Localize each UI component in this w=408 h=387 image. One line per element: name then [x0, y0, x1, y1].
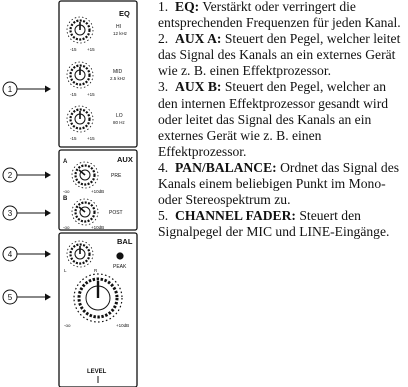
item-title: AUX B:	[175, 79, 222, 95]
svg-text:1: 1	[8, 85, 13, 94]
aux-a-knob	[71, 161, 99, 189]
eq-mid-max: +15	[87, 92, 95, 97]
aux-pre-label: PRE	[111, 173, 122, 179]
eq-hi-knob	[66, 16, 94, 44]
eq-title: EQ	[119, 9, 130, 18]
svg-text:3: 3	[8, 209, 13, 218]
item-text: Steuert den Signalpegel der MIC und LINE…	[158, 208, 390, 240]
eq-panel	[58, 0, 138, 148]
callout-4: 4	[2, 246, 51, 262]
channel-fader-knob	[73, 273, 123, 323]
eq-hi-max: +15	[87, 47, 95, 52]
eq-lo-freq: 80 Hz	[113, 120, 126, 125]
item-aux-a: 2. AUX A: Steuert den Pegel, welcher lei…	[158, 31, 406, 79]
aux-b-min: -oo	[63, 225, 70, 230]
eq-lo-max: +15	[87, 136, 95, 141]
bal-r-label: R	[94, 268, 98, 273]
aux-post-label: POST	[109, 210, 123, 216]
item-number: 3.	[158, 79, 169, 95]
aux-b-max: +10dB	[91, 225, 104, 230]
item-text: Steuert den Pegel, welcher an den intern…	[158, 79, 389, 159]
eq-hi-label: HI	[116, 24, 121, 30]
aux-b-label: B	[63, 196, 68, 202]
item-number: 4.	[158, 159, 169, 175]
eq-lo-knob	[66, 105, 94, 133]
svg-text:5: 5	[8, 293, 13, 302]
peak-label: PEAK	[113, 264, 127, 270]
aux-a-min: -oo	[63, 189, 70, 194]
eq-mid-min: -15	[70, 92, 77, 97]
item-eq: 1. EQ: Verstärkt oder verringert die ent…	[158, 0, 406, 31]
aux-panel	[58, 149, 138, 231]
item-pan-balance: 4. PAN/BALANCE: Ordnet das Signal des Ka…	[158, 160, 406, 208]
fader-min: -oo	[64, 323, 71, 328]
aux-a-max: +10dB	[91, 189, 104, 194]
aux-title: AUX	[117, 155, 133, 164]
svg-text:2: 2	[8, 171, 13, 180]
eq-mid-knob	[66, 61, 94, 89]
channel-strip-diagram: EQ -15 +15 HI 12 kHz -15 +15 MID 2.5 kHz…	[2, 0, 138, 387]
bal-l-label: L	[64, 268, 67, 273]
callout-3: 3	[2, 205, 51, 221]
item-text: Verstärkt oder verringert die entspreche…	[158, 0, 401, 31]
item-number: 1.	[158, 0, 169, 14]
pan-knob	[66, 240, 94, 268]
svg-text:4: 4	[8, 250, 13, 259]
description-list: 1. EQ: Verstärkt oder verringert die ent…	[158, 0, 406, 240]
callout-2: 2	[2, 167, 51, 183]
peak-led	[116, 252, 124, 260]
eq-lo-label: LO	[116, 113, 123, 119]
eq-lo-min: -15	[70, 136, 77, 141]
item-title: AUX A:	[175, 31, 222, 47]
callout-5: 5	[2, 289, 51, 305]
callout-1: 1	[2, 81, 51, 97]
fader-max: +10dB	[116, 323, 129, 328]
bal-panel	[58, 232, 138, 387]
level-label: LEVEL	[87, 369, 107, 375]
item-number: 5.	[158, 208, 169, 224]
item-text: Ordnet das Signal des Kanals einem belie…	[158, 159, 400, 208]
item-title: PAN/BALANCE:	[175, 159, 277, 175]
aux-a-label: A	[63, 159, 68, 165]
aux-b-knob	[71, 198, 99, 226]
item-title: EQ:	[175, 0, 200, 14]
eq-hi-freq: 12 kHz	[113, 31, 128, 36]
item-number: 2.	[158, 31, 169, 47]
item-aux-b: 3. AUX B: Steuert den Pegel, welcher an …	[158, 79, 406, 159]
item-title: CHANNEL FADER:	[175, 208, 296, 224]
item-text: Steuert den Pegel, welcher leitet das Si…	[158, 31, 401, 79]
bal-title: BAL	[117, 237, 133, 246]
eq-mid-freq: 2.5 kHz	[110, 76, 126, 81]
eq-mid-label: MID	[113, 69, 123, 75]
item-channel-fader: 5. CHANNEL FADER: Steuert den Signalpege…	[158, 208, 406, 240]
eq-hi-min: -15	[70, 47, 77, 52]
